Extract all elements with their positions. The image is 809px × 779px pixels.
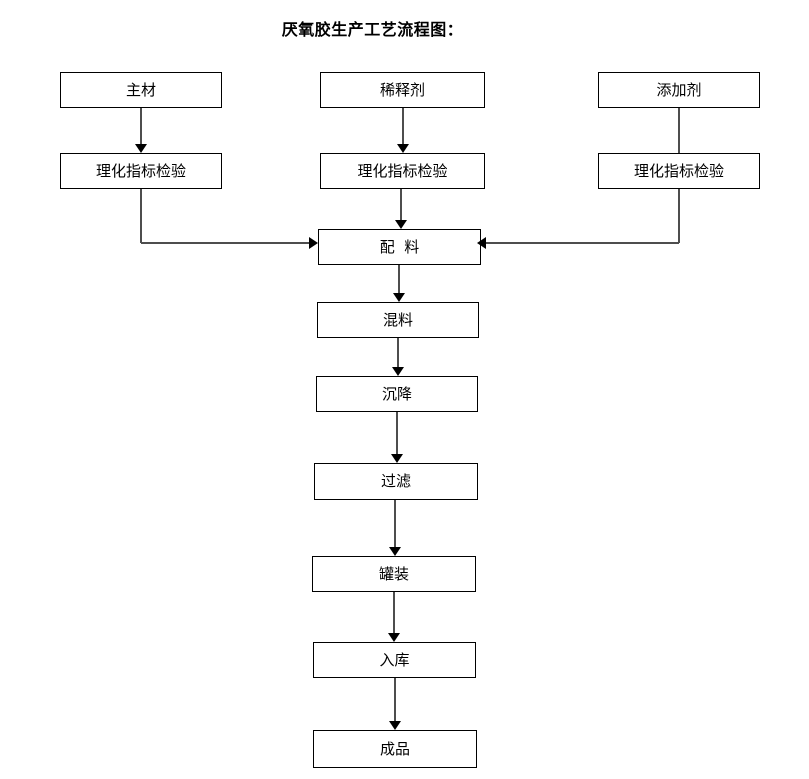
connector-diluent-to-inspection [395,108,411,153]
connector-inspection-left-to-batching [137,189,322,251]
process-box-label: 主材 [125,80,156,99]
process-box-additive[interactable]: 添加剂 [598,72,760,108]
process-box-label: 理化指标检验 [633,161,724,180]
process-box-settling[interactable]: 沉降 [316,376,478,412]
process-box-main-material[interactable]: 主材 [60,72,222,108]
page-title: 厌氧胶生产工艺流程图： [281,20,464,39]
connector-batching-to-mixing [391,265,407,302]
process-box-diluent[interactable]: 稀释剂 [320,72,485,108]
connector-main-material-to-inspection [133,108,149,153]
process-box-label: 入库 [379,650,410,669]
process-box-label: 过滤 [380,472,411,490]
process-box-inspection-right[interactable]: 理化指标检验 [598,153,760,189]
process-box-finished-product[interactable]: 成品 [313,730,477,768]
process-box-label: 理化指标检验 [95,161,186,180]
connector-inspection-right-to-batching [473,189,683,251]
process-box-label: 配 料 [379,237,420,256]
process-box-label: 沉降 [381,384,412,403]
connector-warehousing-to-finished [387,678,403,730]
process-box-label: 混料 [382,310,413,329]
connector-filtering-to-filling [387,500,403,556]
connector-settling-to-filtering [389,412,405,463]
connector-filling-to-warehousing [386,592,402,642]
process-box-filling[interactable]: 罐装 [312,556,476,592]
process-box-inspection-middle[interactable]: 理化指标检验 [320,153,485,189]
connector-mixing-to-settling [390,338,406,376]
process-box-label: 稀释剂 [379,80,425,99]
process-box-batching[interactable]: 配 料 [318,229,481,265]
process-box-label: 成品 [379,739,410,758]
process-box-inspection-left[interactable]: 理化指标检验 [60,153,222,189]
process-box-warehousing[interactable]: 入库 [313,642,476,678]
process-box-label: 罐装 [378,564,409,583]
process-box-label: 理化指标检验 [357,161,448,180]
process-box-label: 添加剂 [656,80,702,99]
process-box-mixing[interactable]: 混料 [317,302,479,338]
process-box-filtering[interactable]: 过滤 [314,463,478,500]
connector-inspection-middle-to-batching [393,189,409,229]
connector-additive-to-inspection [671,108,687,153]
